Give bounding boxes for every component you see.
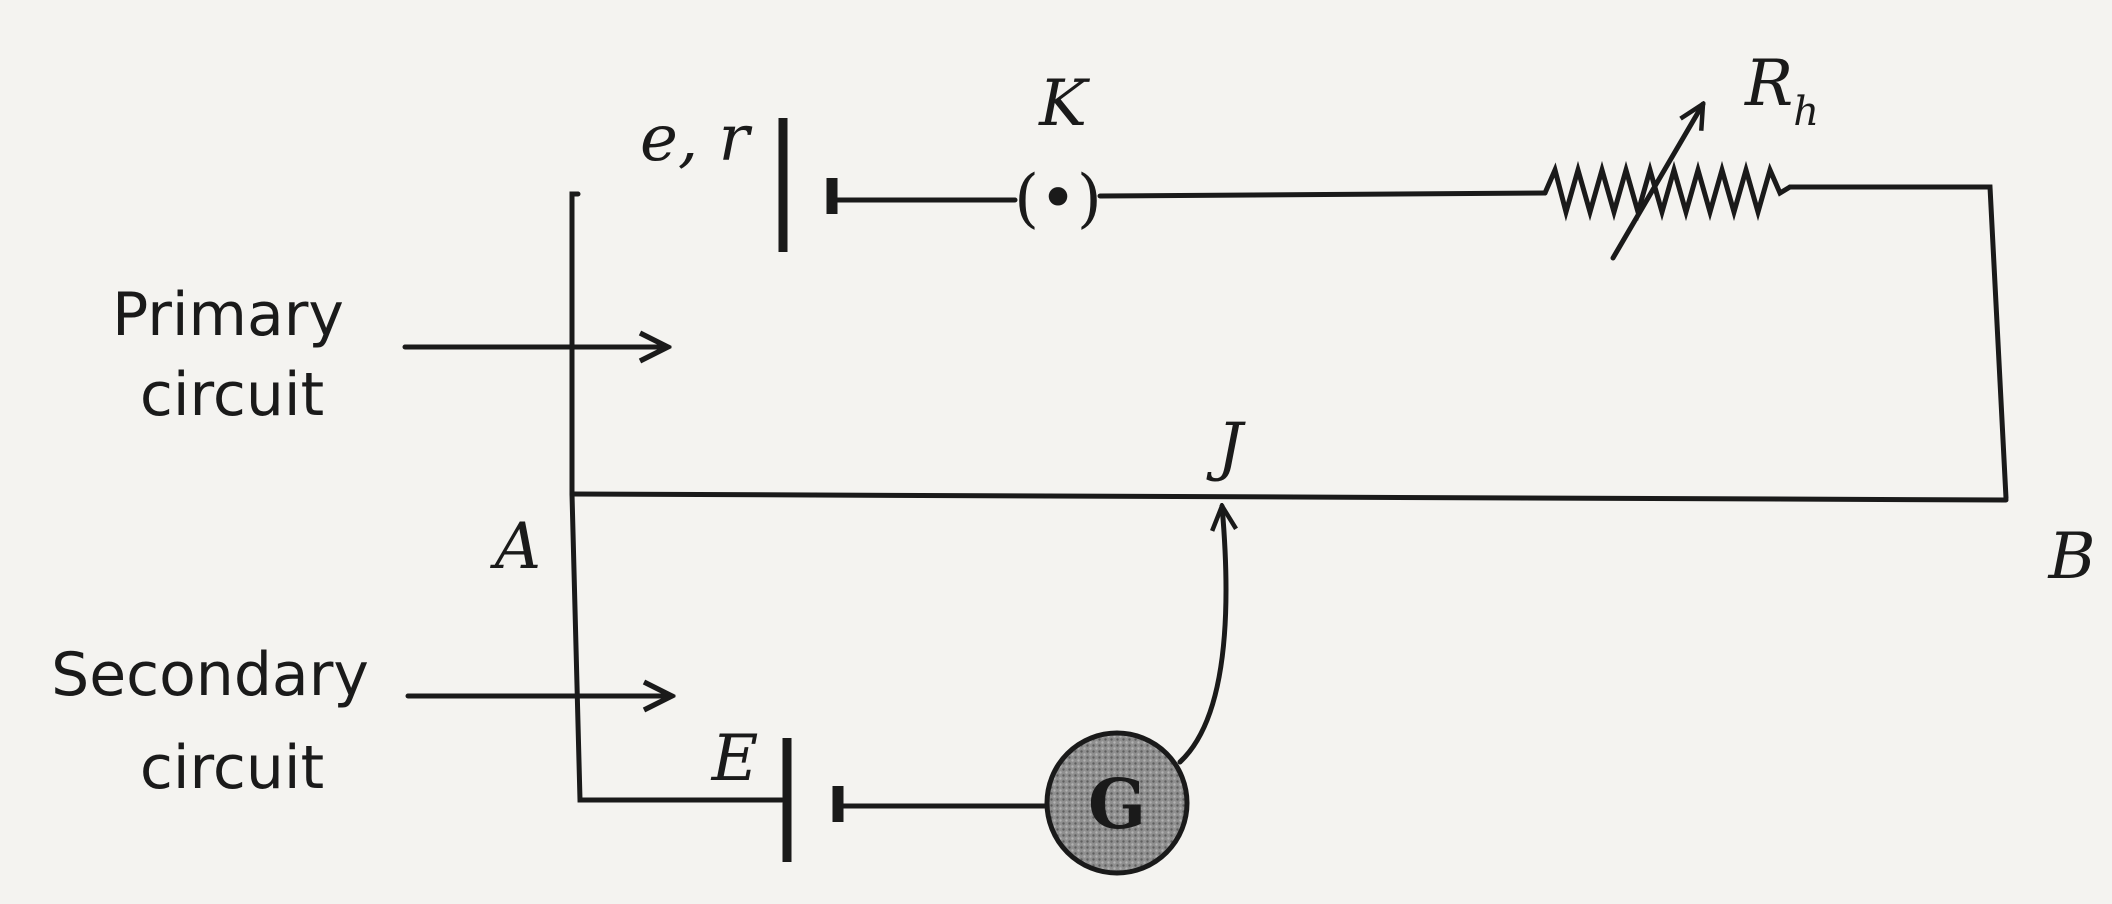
galvanometer-label: G (1088, 765, 1146, 845)
key-label: K (1038, 67, 1090, 141)
end-a-label: A (490, 510, 541, 584)
secondary-circuit-label-line2: circuit (140, 733, 324, 803)
galvanometer: G (1044, 730, 1190, 876)
key-switch: (•) (1014, 162, 1102, 236)
key-symbol: (•) (1014, 162, 1102, 236)
primary-cell (778, 118, 838, 252)
rheostat-label: Rh (1744, 47, 1819, 135)
potentiometer-wire (569, 491, 2009, 503)
end-b-label: B (2047, 520, 2095, 594)
secondary-cell-label: E (711, 722, 759, 796)
primary-wire-key-to-rheostat (1097, 190, 1548, 199)
secondary-cell (782, 738, 844, 862)
primary-circuit-label-line2: circuit (140, 360, 324, 430)
secondary-circuit-label-line1: Secondary (51, 640, 369, 710)
jockey-lead (1177, 506, 1226, 765)
primary-wire-right (1787, 184, 2009, 501)
rheostat (1542, 104, 1793, 261)
jockey-label: J (1206, 410, 1246, 484)
primary-wire-left (569, 191, 581, 497)
secondary-wire-left (569, 491, 785, 803)
primary-cell-label: e, r (640, 102, 753, 176)
rheostat-variable-arrow (1610, 104, 1703, 261)
primary-circuit-label-line1: Primary (112, 280, 344, 350)
